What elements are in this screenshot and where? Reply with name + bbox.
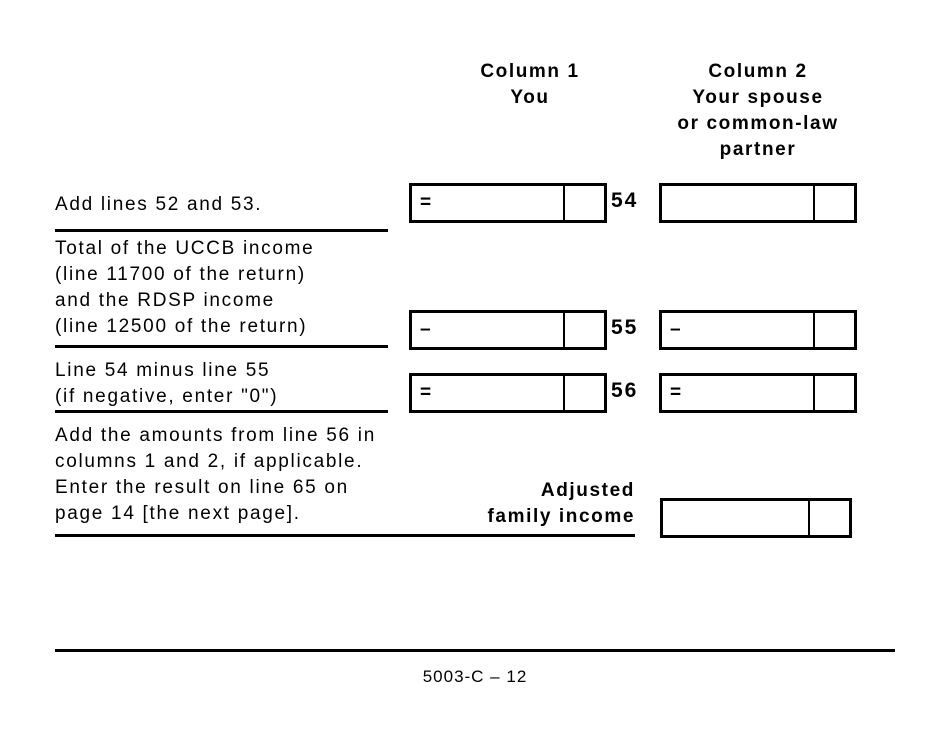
amount-box-line54-col2[interactable] — [659, 183, 857, 223]
cents-field[interactable] — [813, 186, 854, 220]
result-instructions: Add the amounts from line 56 in columns … — [55, 423, 376, 527]
page-footer-form-code: 5003-C – 12 — [422, 667, 528, 686]
line55-label: Total of the UCCB income (line 11700 of … — [55, 236, 314, 340]
line55-label-text: (line 11700 of the return) — [55, 264, 306, 285]
adjusted-family-income-label-line1: Adjusted — [540, 480, 635, 501]
line56-label: Line 54 minus line 55 (if negative, ente… — [55, 358, 278, 410]
cents-field[interactable] — [563, 313, 604, 347]
column2-title: Column 2 — [708, 61, 808, 82]
equals-sign: = — [670, 382, 682, 403]
result-instructions-text: page 14 [the next page]. — [55, 503, 301, 524]
result-instructions-text: Enter the result on line 65 on — [55, 477, 349, 498]
amount-box-line56-col1[interactable]: = — [409, 373, 607, 413]
result-row-underline — [55, 534, 635, 537]
amount-box-line55-col2[interactable]: – — [659, 310, 857, 350]
dollars-field[interactable]: = — [412, 376, 563, 410]
line55-label-text: Total of the UCCB income — [55, 238, 315, 259]
dollars-field[interactable]: – — [662, 313, 813, 347]
line56-underline — [55, 410, 388, 413]
dollars-field[interactable]: = — [412, 186, 563, 220]
adjusted-family-income-label: Adjusted family income — [435, 478, 635, 530]
minus-sign: – — [420, 319, 431, 340]
adjusted-family-income-label-line2: family income — [487, 506, 635, 527]
dollars-field[interactable] — [662, 186, 813, 220]
cents-field[interactable] — [808, 501, 849, 535]
cents-field[interactable] — [563, 186, 604, 220]
line55-underline — [55, 345, 388, 348]
footer-divider — [55, 649, 895, 652]
cents-field[interactable] — [813, 313, 854, 347]
line55-label-text: (line 12500 of the return) — [55, 316, 308, 337]
line-number-54: 54 — [611, 189, 639, 212]
line54-label-text: Add lines 52 and 53. — [55, 194, 263, 215]
dollars-field[interactable] — [663, 501, 808, 535]
dollars-field[interactable]: = — [662, 376, 813, 410]
amount-box-adjusted-family-income[interactable] — [660, 498, 852, 538]
line54-label: Add lines 52 and 53. — [55, 192, 262, 218]
column1-header: Column 1 You — [430, 59, 630, 111]
minus-sign: – — [670, 319, 681, 340]
line55-label-text: and the RDSP income — [55, 290, 275, 311]
result-instructions-text: columns 1 and 2, if applicable. — [55, 451, 364, 472]
amount-box-line56-col2[interactable]: = — [659, 373, 857, 413]
cents-field[interactable] — [813, 376, 854, 410]
equals-sign: = — [420, 192, 432, 213]
result-instructions-text: Add the amounts from line 56 in — [55, 425, 376, 446]
line-number-55: 55 — [611, 316, 639, 339]
column1-subtitle: You — [510, 87, 550, 108]
column2-header: Column 2 Your spouse or common-law partn… — [650, 59, 866, 163]
amount-box-line54-col1[interactable]: = — [409, 183, 607, 223]
line-number-56: 56 — [611, 379, 639, 402]
column2-subtitle-line2: or common-law — [677, 113, 839, 134]
cents-field[interactable] — [563, 376, 604, 410]
column2-subtitle-line3: partner — [719, 139, 797, 160]
amount-box-line55-col1[interactable]: – — [409, 310, 607, 350]
line56-label-text: (if negative, enter "0") — [55, 386, 279, 407]
line56-label-text: Line 54 minus line 55 — [55, 360, 271, 381]
dollars-field[interactable]: – — [412, 313, 563, 347]
column1-title: Column 1 — [480, 61, 580, 82]
line54-underline — [55, 229, 388, 232]
equals-sign: = — [420, 382, 432, 403]
column2-subtitle-line1: Your spouse — [692, 87, 824, 108]
